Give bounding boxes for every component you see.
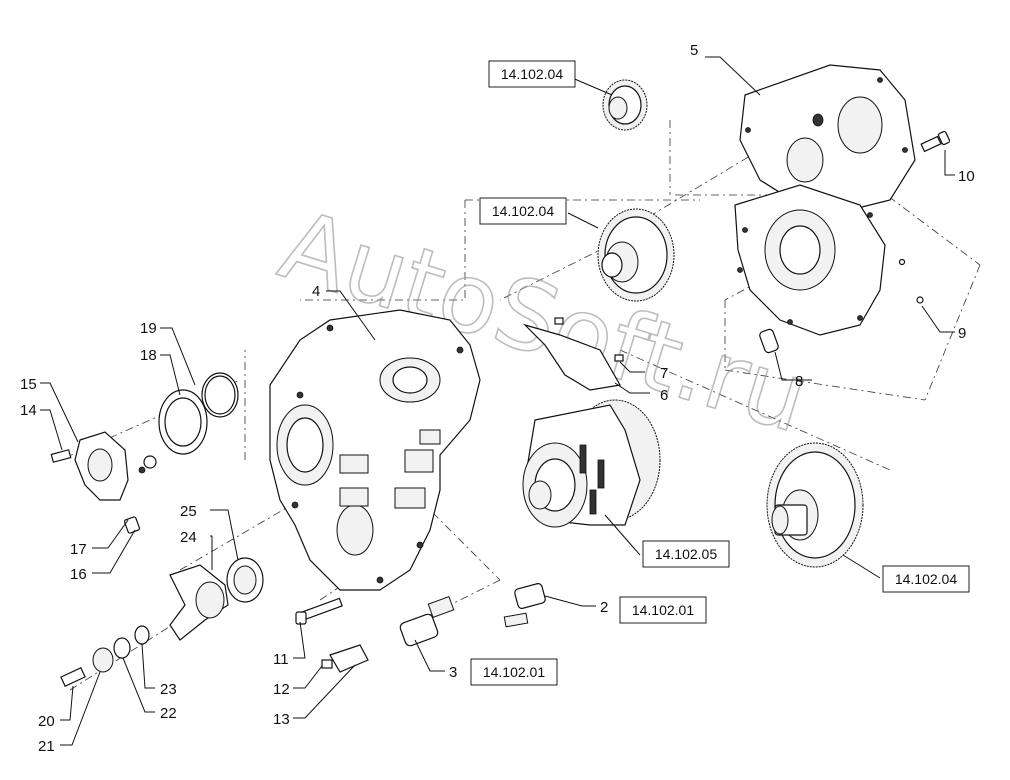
callout-12: 12 <box>273 681 290 698</box>
leader-lines <box>40 56 955 746</box>
callout-5: 5 <box>690 42 698 59</box>
callout-18: 18 <box>140 347 157 364</box>
reference-boxes: 14.102.04 14.102.04 14.102.05 14.102.04 … <box>470 60 970 686</box>
callout-3: 3 <box>449 664 457 681</box>
reference-clutch-pack: 14.102.05 <box>655 546 717 562</box>
o-ring-19 <box>201 372 239 418</box>
reference-box-valve-3 <box>470 658 558 686</box>
pin-9b <box>898 258 906 266</box>
reference-middle-gear: 14.102.04 <box>492 203 554 219</box>
middle-gear <box>597 208 675 302</box>
callout-23: 23 <box>160 681 177 698</box>
solenoid-valve-3 <box>399 596 455 647</box>
reference-box-top-gear <box>488 60 576 88</box>
callout-25: 25 <box>180 503 197 520</box>
callout-21: 21 <box>38 738 55 755</box>
callout-20: 20 <box>38 713 55 730</box>
yoke-24 <box>169 564 229 641</box>
sleeve-8 <box>759 328 779 354</box>
solenoid-valve-2 <box>503 583 546 628</box>
output-gear <box>766 442 864 568</box>
bracket-12-13 <box>321 644 369 673</box>
callout-16: 16 <box>70 566 87 583</box>
washers-20-23 <box>60 625 150 687</box>
gasket-18 <box>158 389 208 455</box>
callout-9: 9 <box>958 325 966 342</box>
plug-16-17 <box>123 455 157 534</box>
reference-box-output-gear <box>882 565 970 593</box>
reference-box-valve-2 <box>619 596 707 624</box>
screws-7 <box>554 317 624 362</box>
oil-seal-25 <box>226 557 264 603</box>
reference-box-middle-gear <box>479 197 567 225</box>
reference-output-gear: 14.102.04 <box>895 571 957 587</box>
bolt-11 <box>295 597 343 625</box>
callout-6: 6 <box>660 387 668 404</box>
main-housing <box>269 309 481 591</box>
callout-24: 24 <box>180 529 197 546</box>
callout-2: 2 <box>600 599 608 616</box>
reference-valve-3: 14.102.01 <box>483 664 545 680</box>
callout-14: 14 <box>20 402 37 419</box>
reference-box-clutch-pack <box>642 540 730 568</box>
cover-assembly-15 <box>50 431 129 501</box>
callout-8: 8 <box>795 373 803 390</box>
callout-7: 7 <box>660 365 668 382</box>
callout-22: 22 <box>160 705 177 722</box>
callout-4: 4 <box>312 283 320 300</box>
callout-13: 13 <box>273 711 290 728</box>
clutch-pack <box>522 399 661 528</box>
pin-9 <box>916 296 924 304</box>
callout-11: 11 <box>273 651 289 668</box>
screw-10 <box>920 130 951 153</box>
reference-top-gear: 14.102.04 <box>501 66 563 82</box>
callout-15: 15 <box>20 376 37 393</box>
rear-housing-cover <box>734 64 916 336</box>
callout-10: 10 <box>958 168 975 185</box>
top-gear <box>602 79 648 131</box>
callout-19: 19 <box>140 320 157 337</box>
reference-valve-2: 14.102.01 <box>632 602 694 618</box>
callout-labels: 5 10 9 8 7 6 4 19 18 15 14 17 16 25 24 2… <box>20 42 975 755</box>
callout-17: 17 <box>70 541 87 558</box>
baffle-plate-6 <box>522 323 621 391</box>
